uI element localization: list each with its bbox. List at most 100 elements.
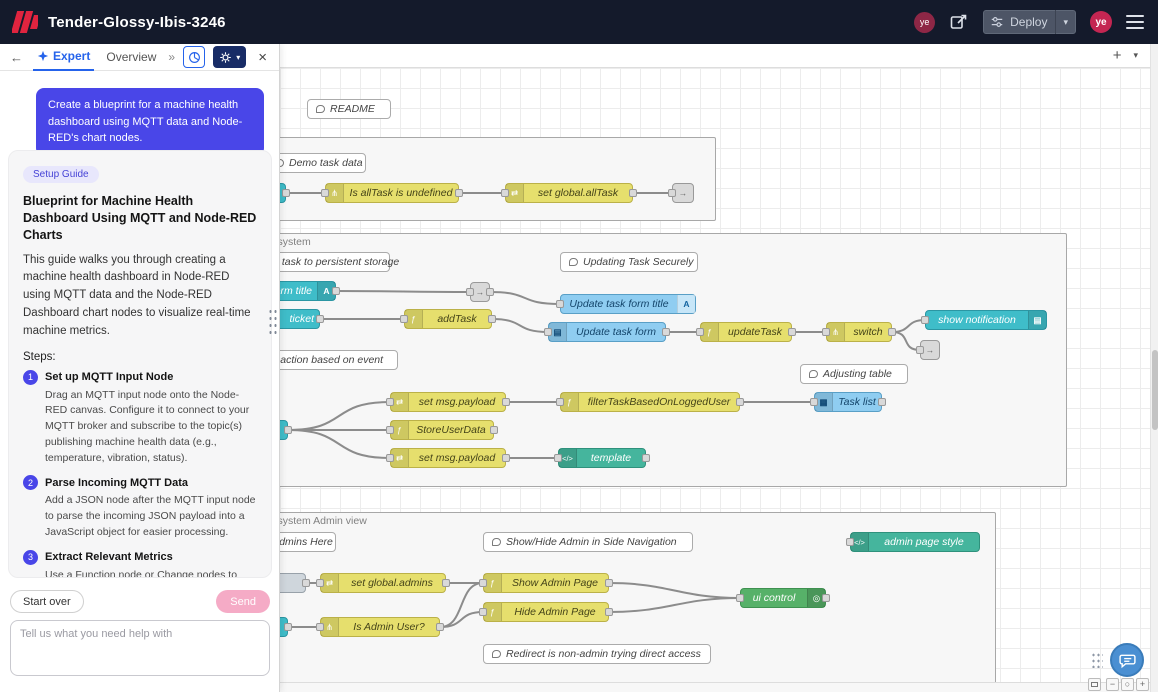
output-port[interactable] [888, 328, 896, 336]
assistant-settings-button[interactable]: ▾ [213, 46, 247, 68]
output-port[interactable] [316, 315, 324, 323]
input-port[interactable] [321, 189, 329, 197]
node-set-global-alltask[interactable]: ⇄set global.allTask [501, 183, 637, 203]
node-admin-page-style[interactable]: </>admin page style [846, 532, 980, 552]
output-port[interactable] [442, 579, 450, 587]
input-port[interactable] [554, 454, 562, 462]
output-port[interactable] [284, 623, 292, 631]
node-task-list[interactable]: ▦Task list [810, 392, 886, 412]
input-port[interactable] [386, 398, 394, 406]
input-port[interactable] [668, 189, 676, 197]
tab-overview[interactable]: Overview [102, 44, 160, 71]
chart-view-button[interactable] [183, 46, 206, 68]
node-update-task-form[interactable]: ▤Update task form [544, 322, 670, 342]
input-port[interactable] [316, 579, 324, 587]
input-port[interactable] [696, 328, 704, 336]
output-port[interactable] [605, 608, 613, 616]
input-port[interactable] [479, 608, 487, 616]
input-port[interactable] [479, 579, 487, 587]
start-over-button[interactable]: Start over [10, 590, 84, 613]
input-port[interactable] [386, 454, 394, 462]
output-port[interactable] [502, 454, 510, 462]
zoom-in-button[interactable]: + [1136, 678, 1149, 691]
node-link-out[interactable]: → [668, 183, 694, 203]
comment-node[interactable]: README [307, 99, 391, 119]
panel-resize-handle[interactable] [268, 308, 278, 334]
node-set-global-admins[interactable]: ⇄set global.admins [316, 573, 450, 593]
node-link-mid[interactable]: → [466, 282, 494, 302]
flow-list-caret-icon[interactable]: ▾ [1133, 50, 1138, 60]
output-port[interactable] [490, 426, 498, 434]
open-editor-icon[interactable] [949, 12, 969, 32]
node-ui-control[interactable]: ui control◎ [736, 588, 830, 608]
send-button[interactable]: Send [216, 590, 270, 613]
comment-node[interactable]: Adjusting table [800, 364, 908, 384]
input-port[interactable] [386, 426, 394, 434]
user-avatar[interactable]: ye [1090, 11, 1112, 33]
output-port[interactable] [605, 579, 613, 587]
input-port[interactable] [556, 398, 564, 406]
output-port[interactable] [455, 189, 463, 197]
input-port[interactable] [846, 538, 854, 546]
flow-group[interactable] [246, 137, 716, 221]
output-port[interactable] [436, 623, 444, 631]
output-port[interactable] [736, 398, 744, 406]
deploy-caret-icon[interactable]: ▾ [1063, 16, 1068, 27]
node-switch[interactable]: ⋔switch [822, 322, 896, 342]
node-is-alltask-undefined[interactable]: ⋔Is allTask is undefined [321, 183, 463, 203]
input-port[interactable] [810, 398, 818, 406]
node-is-admin-user[interactable]: ⋔Is Admin User? [316, 617, 444, 637]
input-port[interactable] [400, 315, 408, 323]
presence-avatar[interactable]: ye [914, 11, 936, 33]
input-port[interactable] [736, 594, 744, 602]
input-port[interactable] [501, 189, 509, 197]
flowfuse-logo-icon[interactable] [12, 9, 38, 35]
output-port[interactable] [629, 189, 637, 197]
output-port[interactable] [486, 288, 494, 296]
more-tabs-icon[interactable]: » [168, 50, 176, 64]
output-port[interactable] [488, 315, 496, 323]
minimap-toggle-icon[interactable] [1088, 678, 1101, 691]
zoom-out-button[interactable]: − [1106, 678, 1119, 691]
comment-node[interactable]: Show/Hide Admin in Side Navigation [483, 532, 693, 552]
chat-bubble-button[interactable] [1110, 643, 1144, 677]
output-port[interactable] [332, 287, 340, 295]
input-port[interactable] [466, 288, 474, 296]
input-port[interactable] [822, 328, 830, 336]
deploy-button[interactable]: Deploy ▾ [983, 10, 1076, 34]
chat-drag-handle[interactable] [1091, 652, 1103, 668]
tab-expert[interactable]: Expert [33, 44, 95, 71]
input-port[interactable] [556, 300, 564, 308]
comment-node[interactable]: Demo task data [266, 153, 366, 173]
output-port[interactable] [788, 328, 796, 336]
output-port[interactable] [822, 594, 830, 602]
node-template[interactable]: </>template [554, 448, 650, 468]
node-set-msg-payload[interactable]: ⇄set msg.payload [386, 392, 510, 412]
output-port[interactable] [502, 398, 510, 406]
output-port[interactable] [284, 426, 292, 434]
input-port[interactable] [921, 316, 929, 324]
output-port[interactable] [878, 398, 886, 406]
add-flow-button[interactable]: + [1112, 47, 1122, 64]
input-port[interactable] [916, 346, 924, 354]
output-port[interactable] [282, 189, 290, 197]
comment-node[interactable]: Redirect is non-admin trying direct acce… [483, 644, 711, 664]
output-port[interactable] [302, 579, 310, 587]
input-port[interactable] [316, 623, 324, 631]
output-port[interactable] [642, 454, 650, 462]
input-port[interactable] [544, 328, 552, 336]
node-show-notification[interactable]: show notification▤ [921, 310, 1047, 330]
assistant-input[interactable] [10, 620, 270, 676]
node-link-out-2[interactable]: → [916, 340, 940, 360]
zoom-reset-button[interactable]: ○ [1121, 678, 1134, 691]
menu-icon[interactable] [1126, 15, 1144, 29]
comment-node[interactable]: Updating Task Securely [560, 252, 698, 272]
